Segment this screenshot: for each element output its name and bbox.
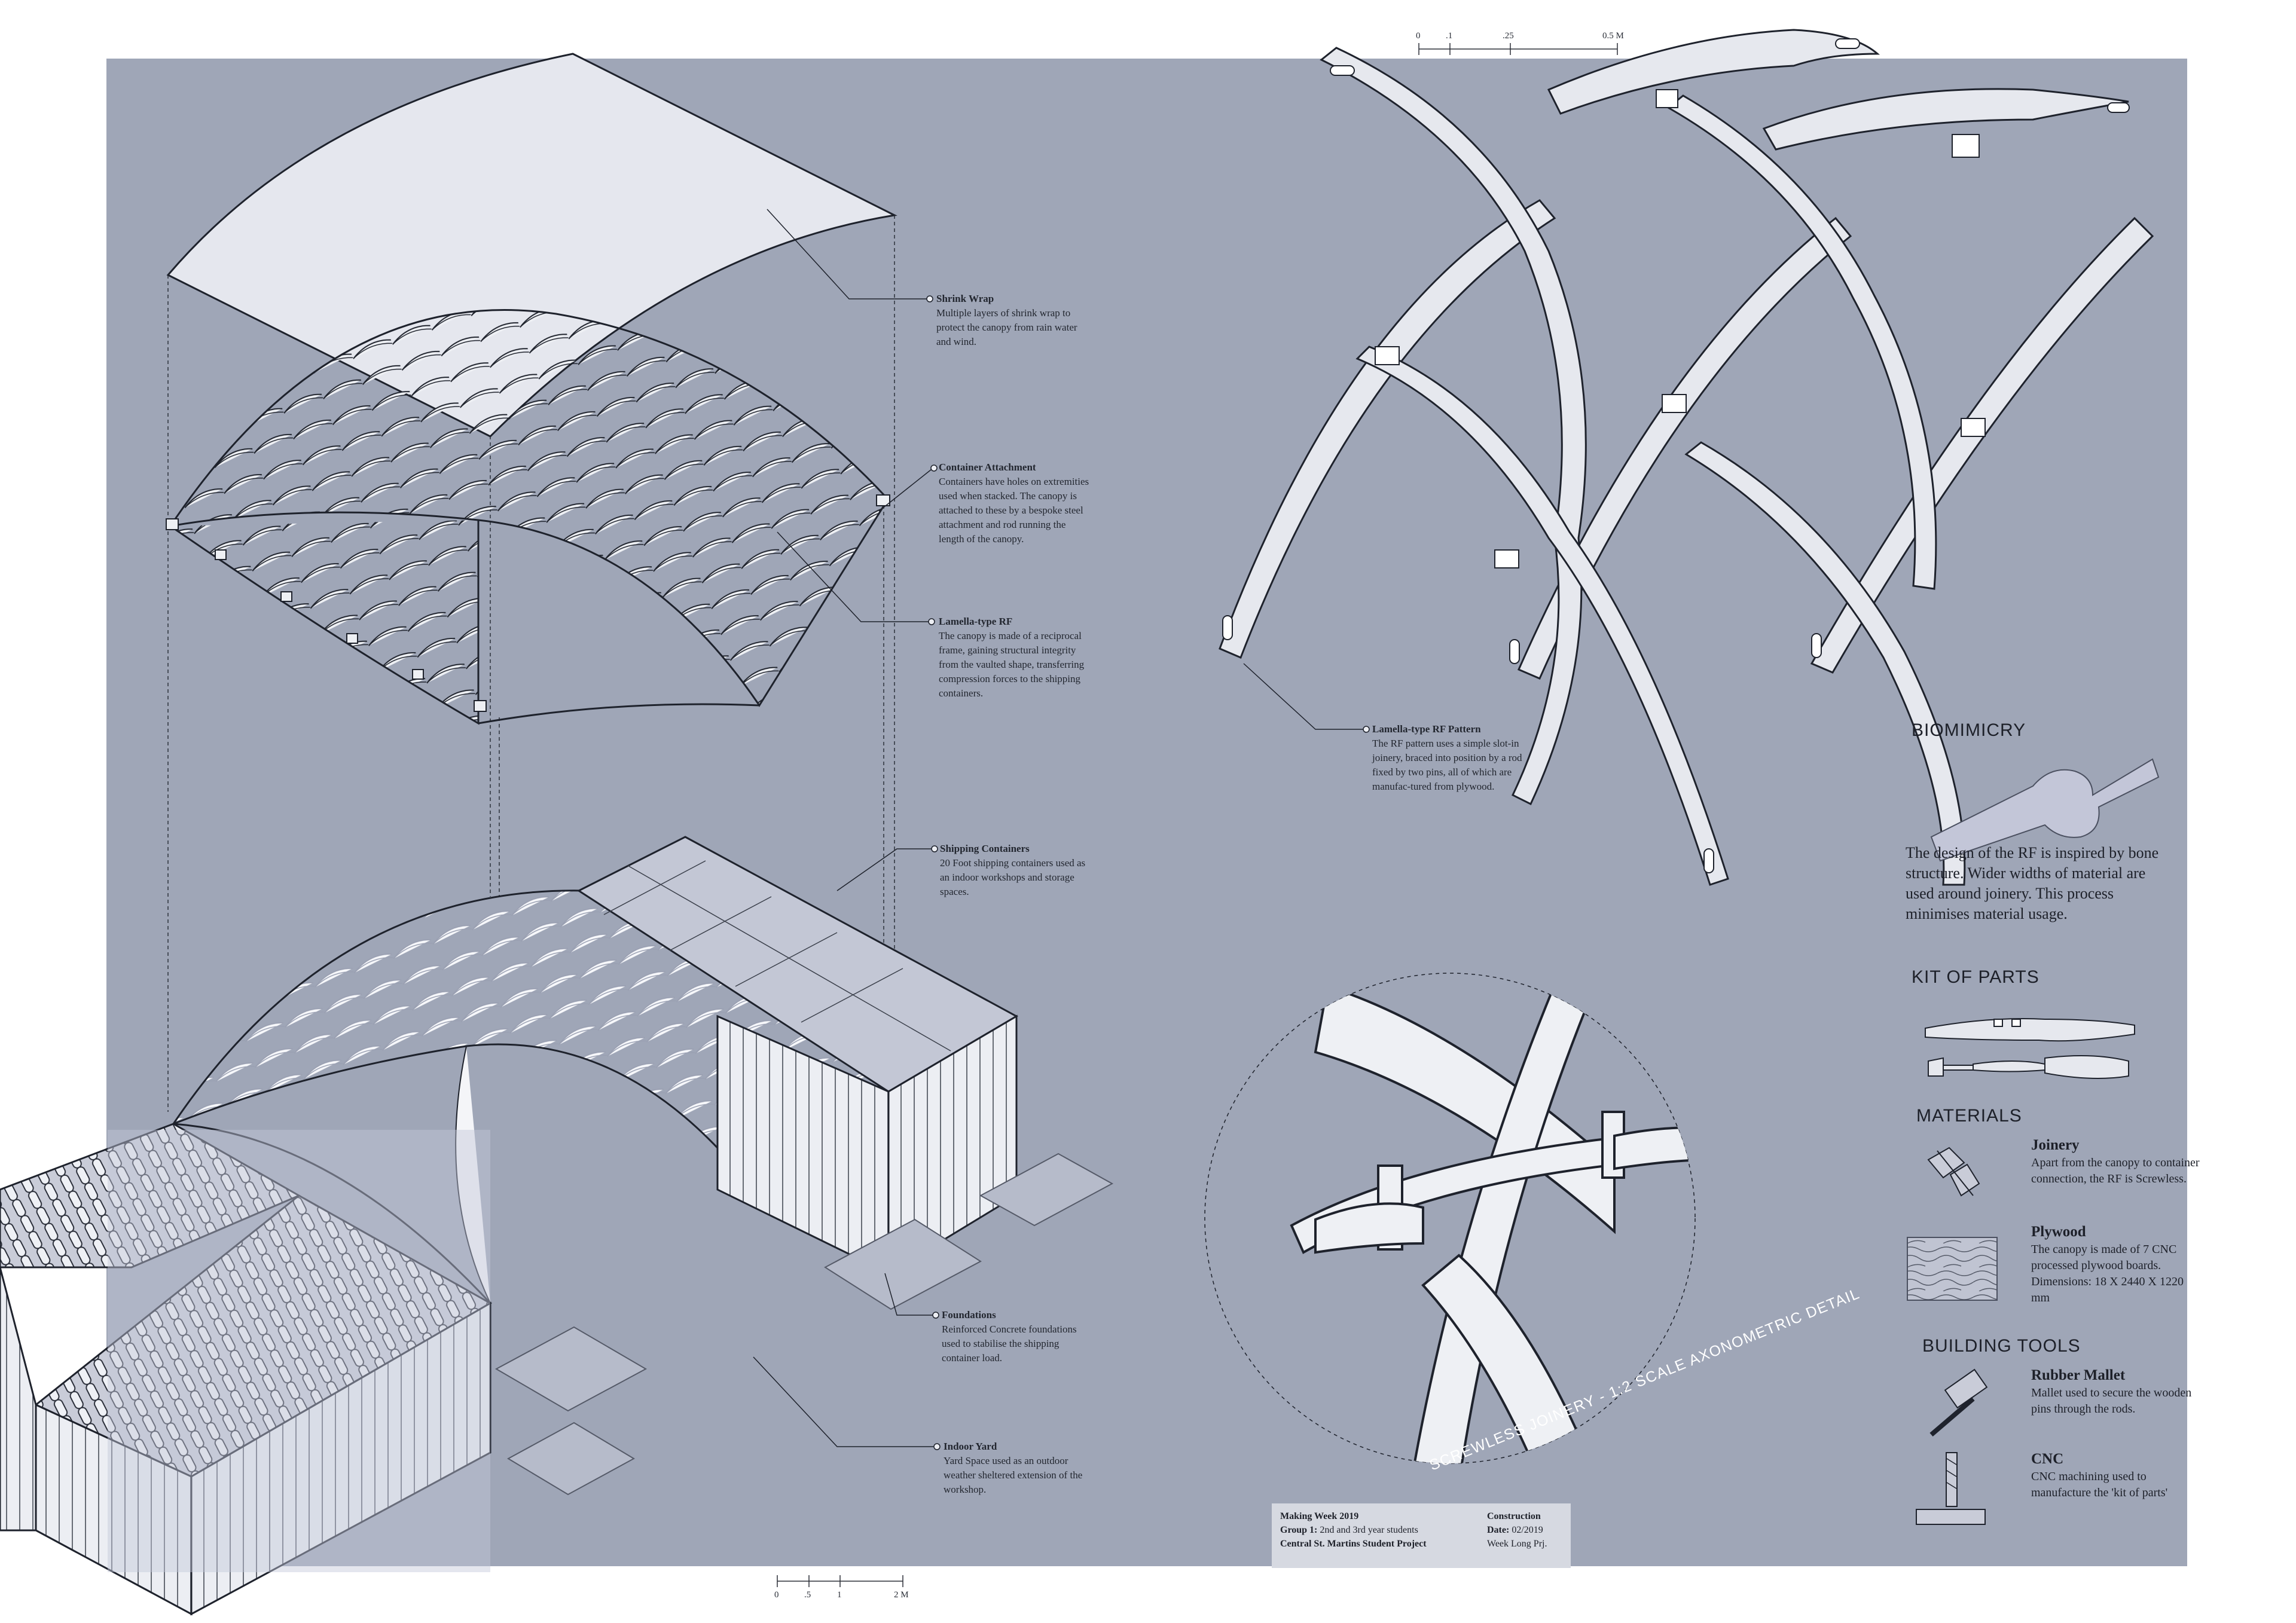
right-shipping-container [576, 836, 1019, 1275]
info-group: 2nd and 3rd year students [1320, 1525, 1418, 1535]
callout-container-attachment: Container Attachment Containers have hol… [939, 460, 1091, 546]
info-duration: Week Long Prj. [1487, 1539, 1547, 1549]
callout-text: The canopy is made of a reciprocal frame… [939, 630, 1085, 699]
scale-bottom-3: 2 M [894, 1590, 909, 1600]
scale-bottom-2: 1 [837, 1590, 842, 1600]
callout-shrink-wrap: Shrink Wrap Multiple layers of shrink wr… [936, 292, 1089, 349]
material-text: Apart from the canopy to container conne… [2031, 1156, 2200, 1185]
callout-text: Yard Space used as an outdoor weather sh… [944, 1455, 1083, 1495]
info-type: Construction [1487, 1511, 1541, 1521]
building-tools-heading: BUILDING TOOLS [1922, 1336, 2081, 1356]
material-title: Joinery [2031, 1137, 2080, 1153]
callout-text: 20 Foot shipping containers used as an i… [940, 857, 1086, 897]
scale-top-0: 0 [1416, 31, 1421, 41]
project-info-box: Making Week 2019 Group 1: 2nd and 3rd ye… [1272, 1503, 1571, 1568]
info-date-label: Date: [1487, 1525, 1510, 1535]
callout-text: Reinforced Concrete foundations used to … [942, 1324, 1077, 1364]
biomimicry-text: The design of the RF is inspired by bone… [1906, 844, 2159, 922]
callout-title: Shrink Wrap [936, 293, 994, 304]
callout-title: Indoor Yard [944, 1441, 997, 1452]
biomimicry-heading: BIOMIMICRY [1912, 720, 2026, 740]
info-group-label: Group 1: [1280, 1525, 1318, 1535]
callout-title: Foundations [942, 1309, 996, 1321]
callout-shipping-containers: Shipping Containers 20 Foot shipping con… [940, 842, 1092, 899]
rf-slots [1222, 38, 2130, 873]
tool-title: CNC [2031, 1451, 2064, 1467]
info-date: 02/2019 [1512, 1525, 1543, 1535]
kit-of-parts-icon [1925, 1018, 2135, 1079]
foundations [494, 1153, 1114, 1496]
tool-text: Mallet used to secure the wooden pins th… [2031, 1386, 2192, 1416]
info-school: Central St. Martins Student Project [1280, 1539, 1427, 1549]
material-plywood: Plywood The canopy is made of 7 CNC proc… [2031, 1222, 2202, 1306]
callout-foundations: Foundations Reinforced Concrete foundati… [942, 1308, 1094, 1365]
cnc-icon [1916, 1452, 1986, 1525]
bolt-icon [1927, 1147, 1980, 1197]
rf-pattern-assembly [1219, 29, 2154, 886]
callout-text: Multiple layers of shrink wrap to protec… [936, 307, 1077, 347]
scale-top-3: 0.5 M [1602, 31, 1624, 41]
callout-indoor-yard: Indoor Yard Yard Space used as an outdoo… [944, 1439, 1096, 1497]
callout-leaders [753, 209, 1370, 1450]
callout-title: Lamella-type RF Pattern [1372, 723, 1481, 735]
callout-title: Shipping Containers [940, 843, 1030, 854]
callout-title: Lamella-type RF [939, 616, 1013, 627]
callout-lamella-rf: Lamella-type RF The canopy is made of a … [939, 615, 1091, 701]
callout-title: Container Attachment [939, 461, 1036, 473]
scale-top-1: .1 [1446, 31, 1453, 41]
upper-lattice-canopy [166, 309, 890, 725]
tool-cnc: CNC CNC machining used to manufacture th… [2031, 1450, 2202, 1501]
materials-heading: MATERIALS [1916, 1106, 2022, 1126]
bone-icon [1930, 758, 2160, 862]
scale-top-2: .25 [1503, 31, 1514, 41]
material-joinery: Joinery Apart from the canopy to contain… [2031, 1136, 2202, 1187]
mallet-icon [1929, 1368, 1988, 1437]
kit-of-parts-heading: KIT OF PARTS [1912, 967, 2039, 987]
tool-rubber-mallet: Rubber Mallet Mallet used to secure the … [2031, 1366, 2202, 1417]
scale-bottom-0: 0 [774, 1590, 779, 1600]
callout-rf-pattern: Lamella-type RF Pattern The RF pattern u… [1372, 722, 1525, 794]
material-title: Plywood [2031, 1224, 2086, 1240]
plywood-icon [1907, 1237, 1998, 1301]
callout-text: Containers have holes on extremities use… [939, 476, 1089, 545]
joinery-detail-circle: SCREWLESS JOINERY - 1:2 SCALE AXONOMETRI… [1204, 973, 1862, 1474]
callout-text: The RF pattern uses a simple slot-in joi… [1372, 738, 1522, 792]
tool-text: CNC machining used to manufacture the 'k… [2031, 1470, 2168, 1499]
scale-bottom-1: .5 [804, 1590, 811, 1600]
left-shipping-containers [0, 1123, 493, 1616]
highlight-overlay [108, 1130, 490, 1572]
info-project: Making Week 2019 [1280, 1511, 1359, 1521]
scale-bars [777, 43, 1618, 1587]
material-text: The canopy is made of 7 CNC processed pl… [2031, 1243, 2184, 1304]
tool-title: Rubber Mallet [2031, 1367, 2126, 1383]
